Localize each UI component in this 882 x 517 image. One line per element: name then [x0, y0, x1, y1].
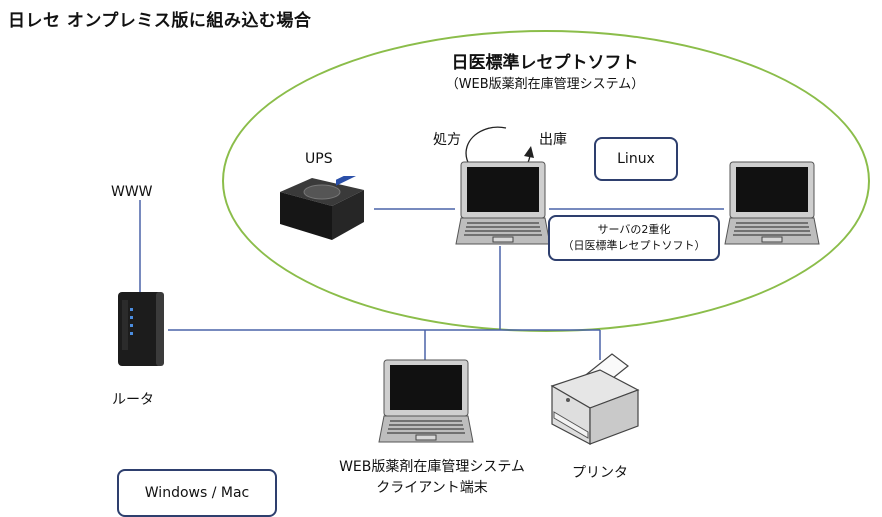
redundancy-line1: サーバの2重化: [597, 223, 671, 236]
onpremise-boundary-ellipse: [222, 30, 870, 332]
server-redundancy-box: サーバの2重化 （日医標準レセプトソフト）: [548, 215, 720, 261]
server-laptop-icon: [455, 161, 551, 245]
client-label-line1: WEB版薬剤在庫管理システム: [339, 459, 525, 475]
ups-label: UPS: [305, 151, 333, 167]
client-os-box: Windows / Mac: [117, 469, 277, 517]
www-label: WWW: [111, 184, 153, 200]
cycle-label-dispense: 出庫: [539, 132, 567, 148]
router-label: ルータ: [112, 392, 154, 408]
router-icon: [118, 292, 164, 366]
client-label-line2: クライアント端末: [376, 480, 488, 496]
linux-box: Linux: [594, 137, 678, 181]
client-laptop-icon: [378, 359, 474, 443]
client-label: WEB版薬剤在庫管理システム クライアント端末: [302, 457, 562, 499]
printer-label: プリンタ: [572, 465, 628, 481]
ups-icon: [280, 176, 364, 240]
cycle-label-prescribe: 処方: [433, 132, 461, 148]
redundancy-line2: （日医標準レセプトソフト）: [562, 239, 706, 252]
backup-server-laptop-icon: [724, 161, 820, 245]
system-subtitle: （WEB版薬剤在庫管理システム）: [445, 77, 645, 92]
system-title: 日医標準レセプトソフト: [451, 53, 639, 73]
page-title: 日レセ オンプレミス版に組み込む場合: [8, 11, 312, 31]
printer-icon: [550, 353, 640, 445]
